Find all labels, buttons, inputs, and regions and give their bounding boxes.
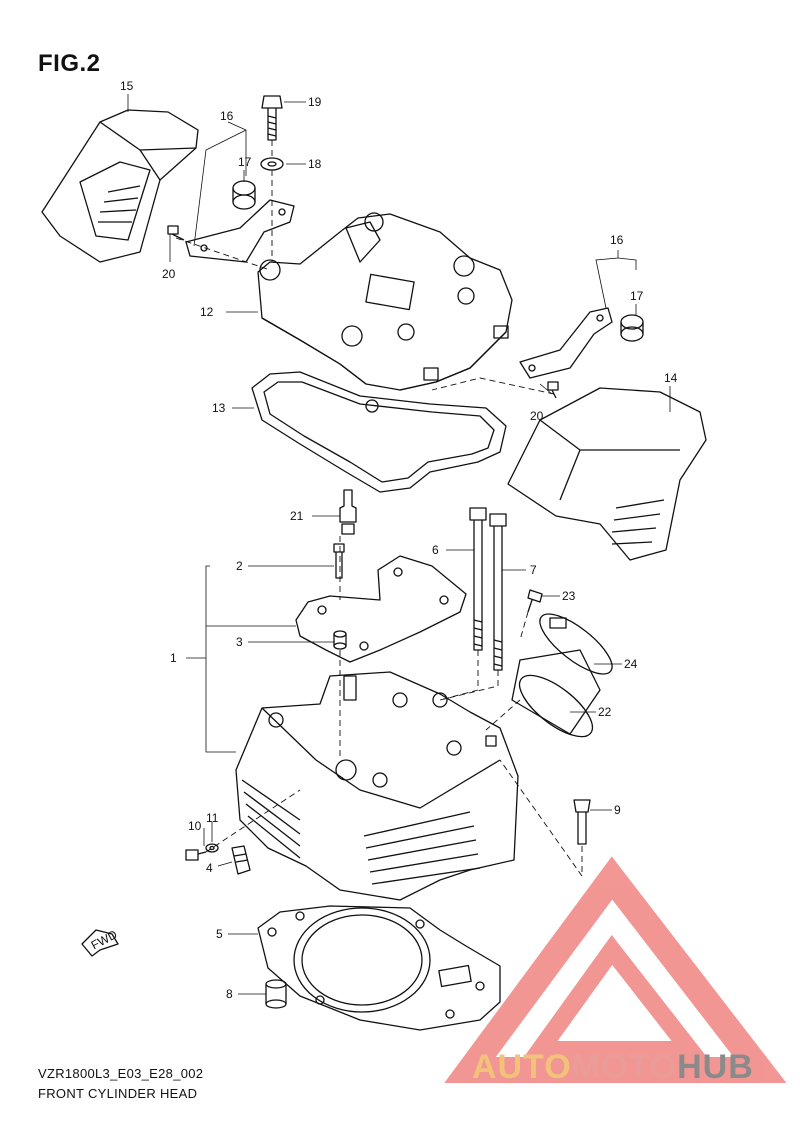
- part-9-bolt: [573, 799, 591, 845]
- part-22-intake-pipe: [511, 649, 601, 738]
- part-24-clamp: [539, 613, 613, 675]
- callout-1: 1: [170, 651, 177, 665]
- callout-13: 13: [212, 401, 226, 415]
- callout-16-right: 16: [610, 233, 624, 247]
- callout-24: 24: [624, 657, 638, 671]
- part-6-long-bolt: [469, 507, 487, 651]
- part-17-grommet-left: [232, 180, 256, 210]
- part-21-spark-plug: [339, 489, 357, 535]
- callout-11: 11: [206, 811, 219, 825]
- part-19-bolt: [261, 95, 283, 141]
- part-20-bolt-right: [547, 381, 559, 399]
- part-13-cover-gasket: [251, 371, 507, 493]
- part-8-dowel: [265, 979, 287, 1009]
- callout-21: 21: [290, 509, 304, 523]
- part-11-washer: [205, 843, 219, 853]
- callout-10: 10: [188, 819, 202, 833]
- part-10-bolt: [185, 849, 207, 861]
- part-7-long-bolt: [489, 513, 507, 671]
- callout-19: 19: [308, 95, 322, 109]
- callout-14: 14: [664, 371, 678, 385]
- callout-18: 18: [308, 157, 322, 171]
- watermark-logo-icon: [444, 856, 787, 1083]
- callout-5: 5: [216, 927, 223, 941]
- callout-23: 23: [562, 589, 576, 603]
- assembly-lines: [175, 140, 583, 878]
- callout-15: 15: [120, 79, 134, 93]
- watermark-part-moto: MOTO: [571, 1048, 678, 1086]
- part-18-washer: [260, 157, 284, 171]
- part-5-head-gasket: [257, 905, 501, 1031]
- part-12-head-cover: [257, 212, 513, 391]
- part-16-bracket-right: [519, 307, 613, 379]
- callout-16-left: 16: [220, 109, 234, 123]
- callout-4: 4: [206, 861, 213, 875]
- part-3-dowel: [333, 630, 347, 650]
- part-15-cover-left: [41, 109, 199, 263]
- callout-17-left: 17: [238, 155, 252, 169]
- part-20-bolt-left: [167, 225, 185, 241]
- callout-labels: 15 16 17 19 18 20 12 13 16 17 20 14 21 6…: [89, 79, 678, 1001]
- callout-9: 9: [614, 803, 621, 817]
- part-14-cover-right: [507, 387, 707, 561]
- part-23-screw: [527, 589, 543, 613]
- callout-17-right: 17: [630, 289, 644, 303]
- part-1-cylinder-head: [235, 671, 519, 901]
- figure-title: FIG.2: [38, 50, 101, 77]
- callout-3: 3: [236, 635, 243, 649]
- part-4-stud: [231, 845, 251, 875]
- watermark-text: AUTOMOTOHUB: [472, 1048, 754, 1087]
- part-17-grommet-right: [620, 314, 644, 342]
- leader-lines: [127, 94, 671, 995]
- watermark-part-auto: AUTO: [472, 1048, 572, 1086]
- callout-22: 22: [598, 705, 612, 719]
- watermark-part-hub: HUB: [677, 1048, 754, 1086]
- callout-2: 2: [236, 559, 243, 573]
- callout-20-right: 20: [530, 409, 544, 423]
- callout-20-left: 20: [162, 267, 176, 281]
- callout-12: 12: [200, 305, 214, 319]
- callout-8: 8: [226, 987, 233, 1001]
- callout-7: 7: [530, 563, 537, 577]
- part-16-bracket-left: [185, 199, 295, 263]
- part-rocker-plate: [295, 555, 467, 663]
- callout-6: 6: [432, 543, 439, 557]
- diagram-code: VZR1800L3_E03_E28_002: [38, 1066, 204, 1081]
- part-2-bolt: [333, 543, 345, 579]
- diagram-name: FRONT CYLINDER HEAD: [38, 1086, 198, 1101]
- fwd-arrow-icon: [81, 929, 119, 957]
